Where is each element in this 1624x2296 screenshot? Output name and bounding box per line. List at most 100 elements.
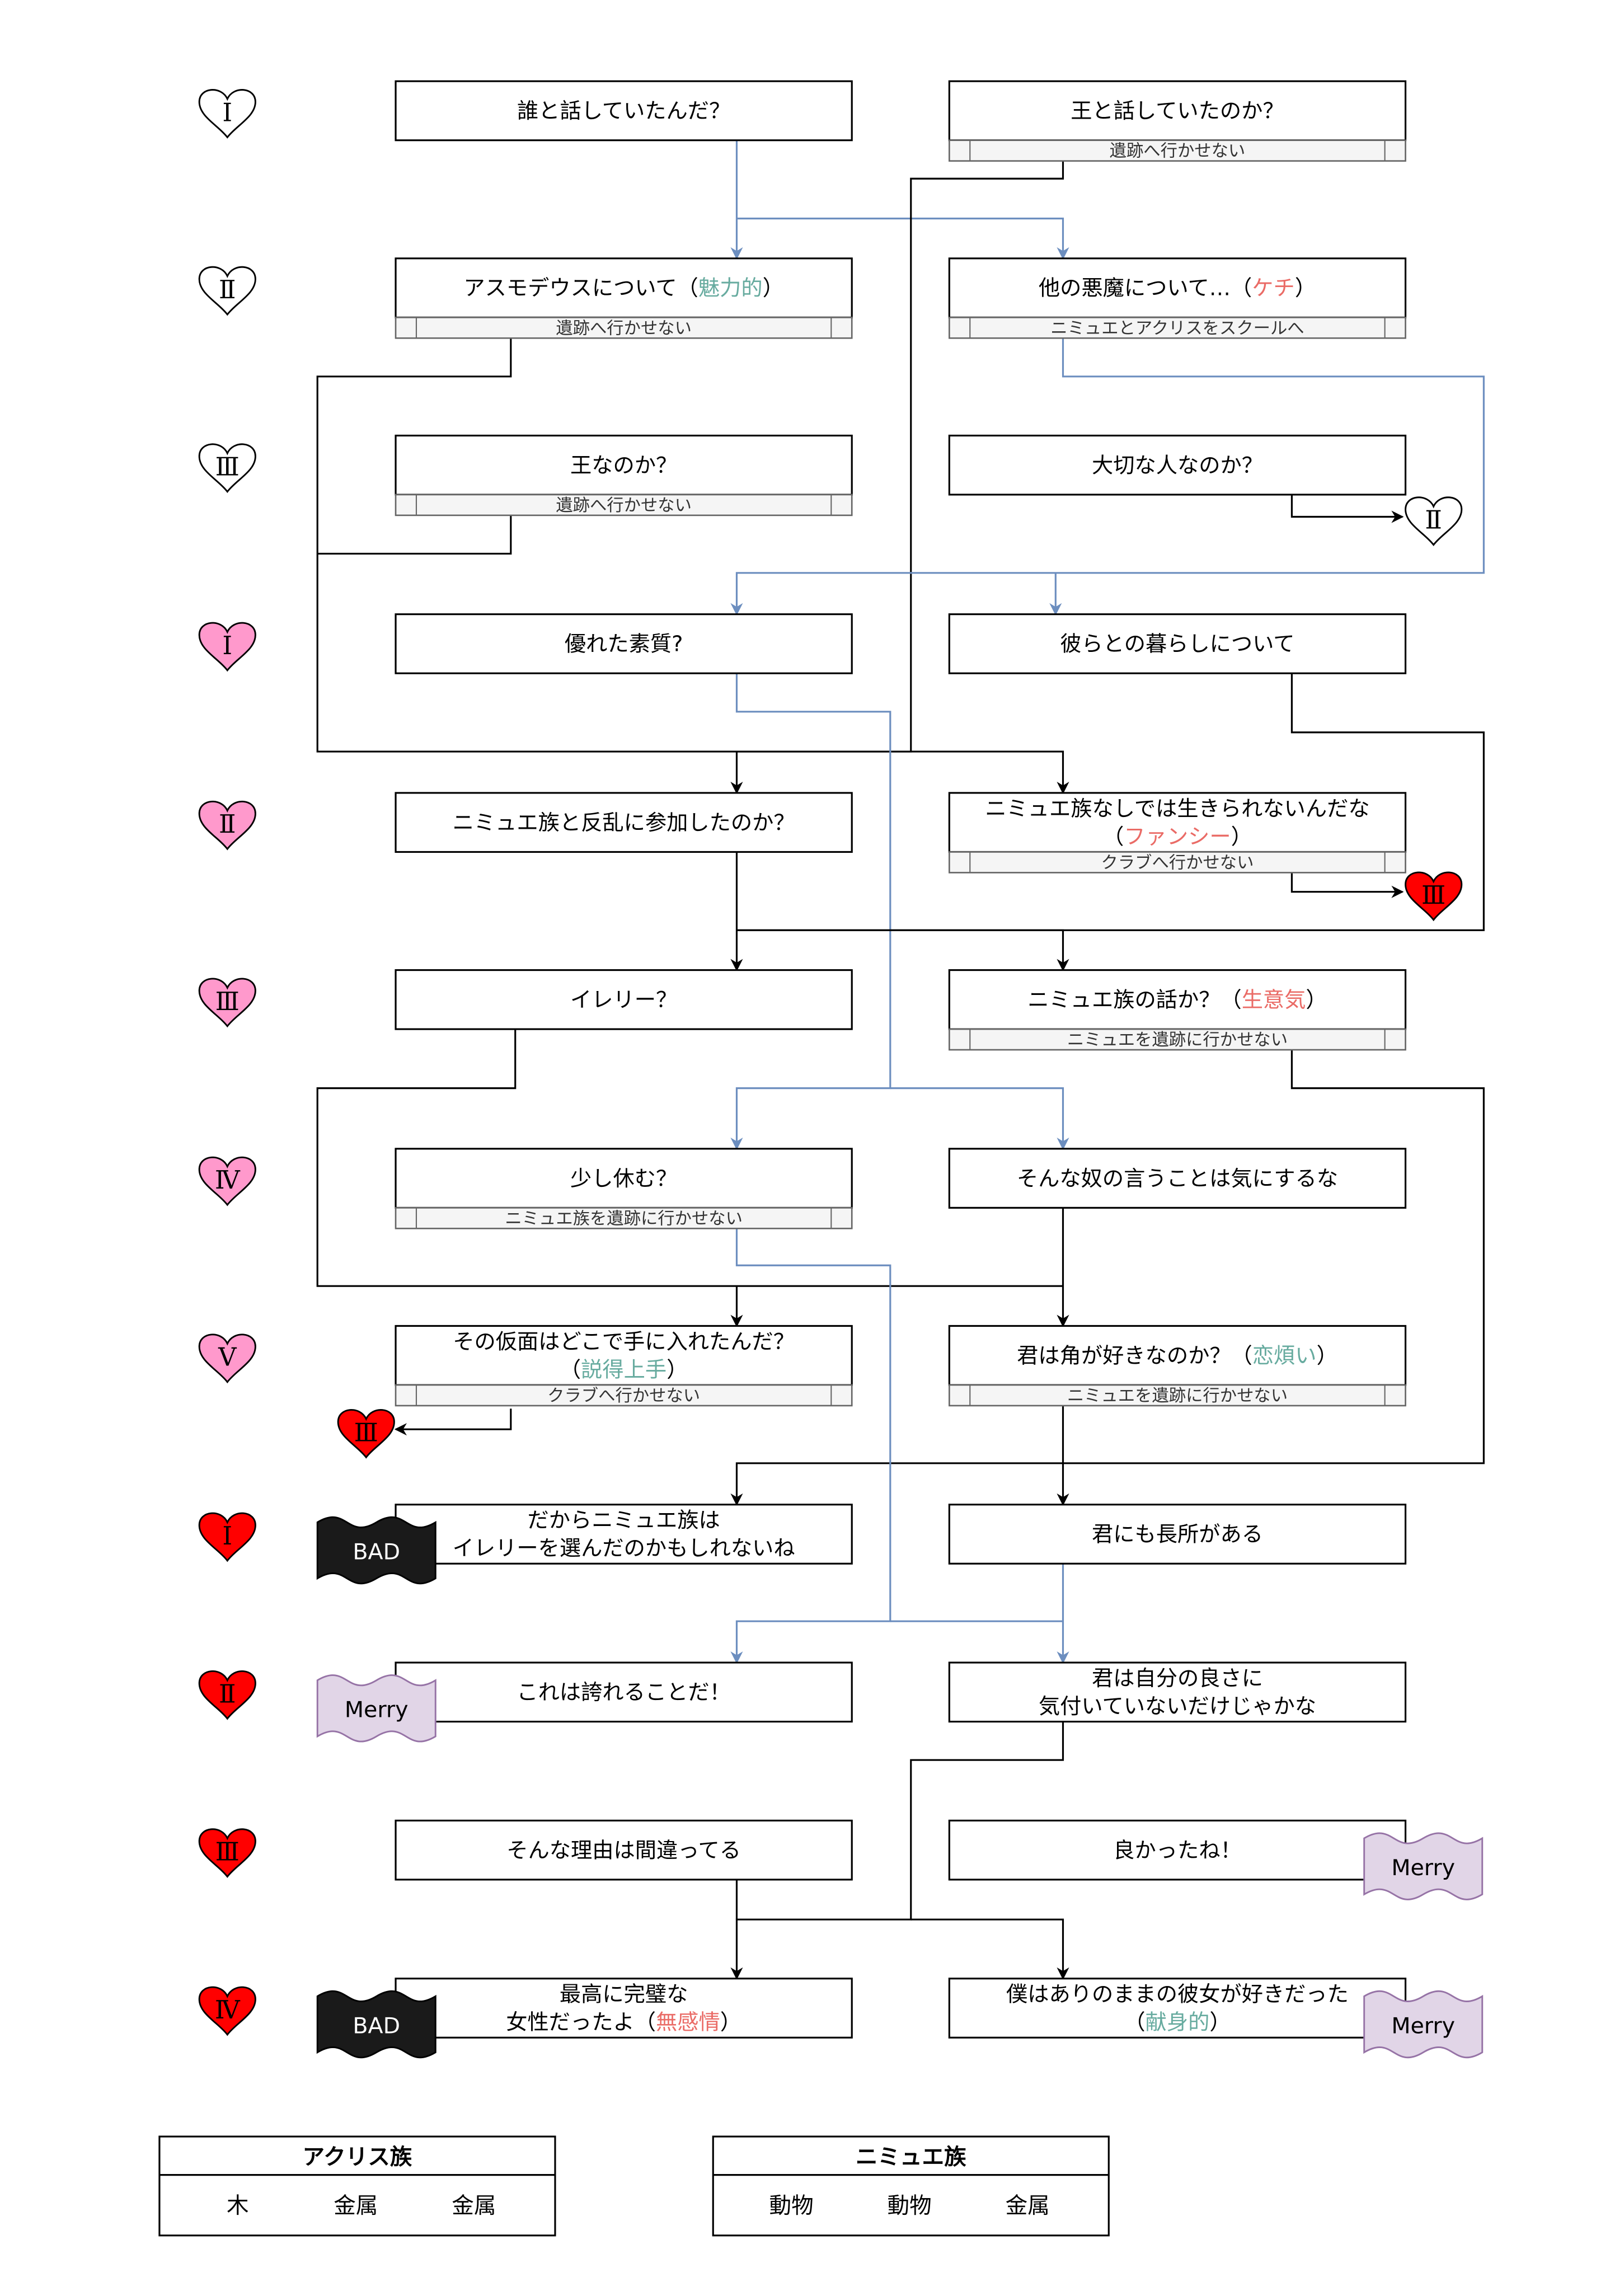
choice-box[interactable]: [948, 1148, 1407, 1209]
choice-node[interactable]: アスモデウスについて（魅力的）遺跡へ行かせない: [395, 257, 853, 339]
heart-icon: [1405, 496, 1463, 547]
choice-node[interactable]: 少し休む？ ニミュエ族を遺跡に行かせない: [395, 1148, 853, 1229]
consequence-bar-bg: [949, 1028, 1406, 1051]
choice-text-segment: 君は角が好きなのか？（: [1017, 1343, 1252, 1368]
choice-node[interactable]: その仮面はどこで手に入れたんだ？（説得上手）クラブへ行かせない: [395, 1325, 853, 1407]
choice-node[interactable]: 僕はありのままの彼女が好きだった（献身的）: [948, 1978, 1407, 2039]
choice-box[interactable]: [948, 1504, 1407, 1565]
choice-node[interactable]: そんな理由は間違ってる: [395, 1819, 853, 1881]
consequence-text: ニミュエを遺跡に行かせない: [1067, 1030, 1288, 1050]
choice-node[interactable]: 君は角が好きなのか？（恋煩い）ニミュエを遺跡に行かせない: [948, 1325, 1407, 1407]
choice-node[interactable]: 君にも長所がある: [948, 1504, 1407, 1565]
choice-text: だからニミュエ族は: [528, 1508, 720, 1533]
consequence-text: クラブへ行かせない: [547, 1386, 700, 1406]
choice-text: 少し休む？: [570, 1166, 677, 1191]
choice-box[interactable]: [948, 969, 1407, 1030]
choice-text-segment: （: [1124, 2010, 1145, 2035]
heart-icon: [198, 266, 256, 316]
choice-text-segment: 誰と話していたんだ？: [517, 98, 730, 124]
choice-node[interactable]: 大切な人なのか？: [948, 434, 1407, 496]
choice-text: 君は角が好きなのか？（恋煩い）: [1017, 1343, 1338, 1368]
choice-box[interactable]: [395, 80, 853, 142]
choice-text: イレリー？: [570, 988, 677, 1013]
row-marker-heart: Ⅳ: [198, 1156, 256, 1206]
choice-text-segment: ）: [1317, 1343, 1338, 1368]
heart-icon: [198, 1828, 256, 1879]
choice-text: 誰と話していたんだ？: [517, 98, 730, 124]
choice-box[interactable]: [395, 1661, 853, 1723]
choice-text: 良かったね！: [1113, 1838, 1241, 1863]
choice-box[interactable]: [395, 1978, 853, 2039]
choice-text-segment: イレリーを選んだのかもしれないね: [453, 1536, 795, 1561]
choice-text-segment: 大切な人なのか？: [1092, 453, 1263, 478]
choice-node[interactable]: ニミュエ族の話か？（生意気） ニミュエを遺跡に行かせない: [948, 969, 1407, 1051]
connector-black: [730, 1048, 1485, 1506]
heart-icon: [198, 622, 256, 672]
consequence-bar-bg: [395, 1384, 853, 1407]
choice-box[interactable]: [395, 434, 853, 496]
choice-box[interactable]: [948, 1978, 1407, 2039]
heart-numeral: Ⅰ: [222, 97, 232, 127]
choice-node[interactable]: 他の悪魔について…（ケチ） ニミュエとアクリスをスクールへ: [948, 257, 1407, 339]
choice-text: 君は自分の良さに: [1092, 1666, 1263, 1691]
choice-box[interactable]: [395, 613, 853, 674]
connector-black: [736, 929, 1069, 971]
ending-label: Merry: [1391, 1855, 1455, 1881]
choice-box[interactable]: [395, 969, 853, 1030]
choice-node[interactable]: ニミュエ族と反乱に参加したのか？: [395, 792, 853, 853]
tape-shape: [1363, 1832, 1484, 1900]
choice-text: 気付いていないだけじゃかな: [1039, 1694, 1316, 1719]
choice-text-segment: ）: [667, 1357, 688, 1382]
negative-trait: 無感情: [656, 2010, 720, 2035]
heart-icon: [198, 1670, 256, 1720]
consequence-text: ニミュエとアクリスをスクールへ: [1050, 318, 1304, 338]
choice-node[interactable]: 彼らとの暮らしについて: [948, 613, 1407, 674]
choice-node[interactable]: 優れた素質?: [395, 613, 853, 674]
choice-text-segment: アスモデウスについて（: [463, 276, 698, 301]
choice-text-segment: だからニミュエ族は: [528, 1508, 720, 1533]
choice-box[interactable]: [948, 1661, 1407, 1723]
choice-text: 他の悪魔について…（ケチ）: [1039, 276, 1316, 301]
choice-text-segment: ニミュエ族なしでは生きられないんだな: [985, 796, 1369, 821]
legend-tables: アクリス族木金属金属ニミュエ族動物動物金属: [158, 2135, 1110, 2237]
connector-black: [1290, 494, 1404, 523]
consequence-bar: 遺跡へ行かせない: [949, 139, 1406, 162]
consequence-bar-bg: [395, 316, 853, 339]
choice-box[interactable]: [395, 792, 853, 853]
choice-text: イレリーを選んだのかもしれないね: [453, 1536, 795, 1561]
choice-box[interactable]: [395, 1504, 853, 1565]
heart-numeral: Ⅳ: [215, 1165, 241, 1195]
choice-text-segment: ）: [1231, 824, 1252, 849]
choice-node[interactable]: そんな奴の言うことは気にするな: [948, 1148, 1407, 1209]
tape-shape: [1363, 1990, 1484, 2059]
choice-box[interactable]: [948, 80, 1407, 142]
choice-node-layer: 誰と話していたんだ？ 王と話していたのか？遺跡へ行かせないアスモデウスについて（魅…: [395, 80, 1407, 2039]
choice-node[interactable]: イレリー？: [395, 969, 853, 1030]
choice-node[interactable]: これは誇れることだ！: [395, 1661, 853, 1723]
heart-icon: [198, 1986, 256, 2036]
choice-box[interactable]: [948, 613, 1407, 674]
consequence-text: ニミュエ族を遺跡に行かせない: [505, 1209, 743, 1228]
choice-text: これは誇れることだ！: [517, 1680, 730, 1705]
row-marker-heart: Ⅲ: [198, 443, 256, 494]
choice-box[interactable]: [395, 1819, 853, 1881]
choice-text-segment: 女性だったよ（: [506, 2010, 656, 2035]
choice-box[interactable]: [948, 257, 1407, 318]
choice-box[interactable]: [395, 1325, 853, 1386]
choice-text: ニミュエ族の話か？（生意気）: [1027, 988, 1327, 1013]
choice-node[interactable]: ニミュエ族なしでは生きられないんだな（ファンシー）クラブへ行かせない: [948, 792, 1407, 874]
connector-black: [317, 515, 512, 555]
negative-trait: ケチ: [1252, 276, 1294, 301]
positive-trait: 恋煩い: [1252, 1343, 1317, 1368]
choice-node[interactable]: 王なのか？遺跡へ行かせない: [395, 434, 853, 517]
choice-node[interactable]: 王と話していたのか？遺跡へ行かせない: [948, 80, 1407, 162]
choice-node[interactable]: 誰と話していたんだ？: [395, 80, 853, 142]
heart-icon: [198, 800, 256, 851]
merry-ending-badge: Merry: [316, 1674, 436, 1743]
choice-node[interactable]: 良かったね！: [948, 1819, 1407, 1881]
choice-box[interactable]: [948, 434, 1407, 496]
